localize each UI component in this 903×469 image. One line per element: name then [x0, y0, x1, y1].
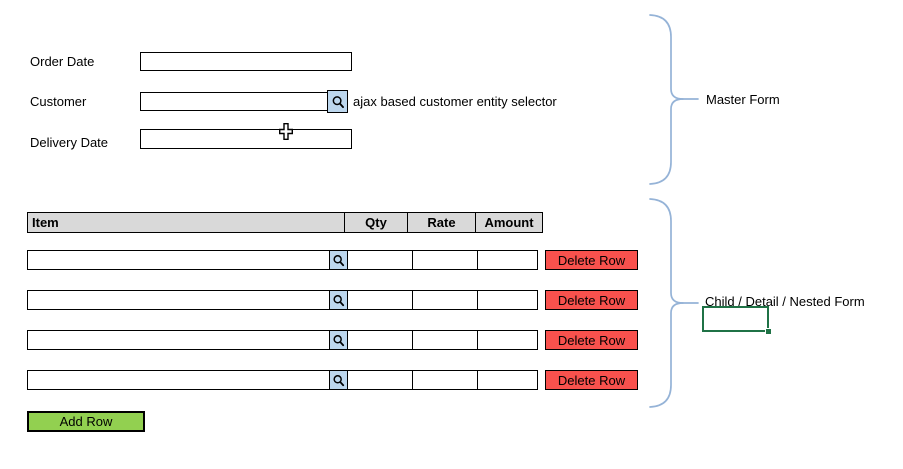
rate-input[interactable]	[412, 290, 478, 310]
master-form-brace	[649, 14, 699, 185]
item-lookup-button[interactable]	[329, 250, 348, 270]
magnifier-icon	[332, 334, 345, 347]
master-form-annotation: Master Form	[706, 92, 780, 107]
add-row-button[interactable]: Add Row	[27, 411, 145, 432]
selected-cell[interactable]	[702, 306, 772, 335]
customer-input[interactable]	[140, 92, 328, 111]
magnifier-icon	[332, 374, 345, 387]
qty-input[interactable]	[347, 370, 413, 390]
item-lookup-button[interactable]	[329, 330, 348, 350]
delivery-date-label: Delivery Date	[30, 135, 109, 150]
item-input[interactable]	[27, 290, 330, 310]
magnifier-icon	[332, 294, 345, 307]
delivery-date-input[interactable]	[140, 129, 352, 149]
amount-input[interactable]	[477, 370, 538, 390]
customer-helper-text: ajax based customer entity selector	[353, 94, 557, 109]
excel-plus-cursor	[278, 122, 294, 143]
column-header-amount: Amount	[475, 213, 542, 232]
rate-input[interactable]	[412, 250, 478, 270]
rate-input[interactable]	[412, 370, 478, 390]
customer-lookup-button[interactable]	[327, 90, 348, 113]
amount-input[interactable]	[477, 290, 538, 310]
fill-handle[interactable]	[765, 328, 772, 335]
column-header-qty: Qty	[344, 213, 407, 232]
amount-input[interactable]	[477, 250, 538, 270]
column-header-rate: Rate	[407, 213, 475, 232]
rate-input[interactable]	[412, 330, 478, 350]
item-row: Delete Row	[27, 290, 638, 310]
item-row: Delete Row	[27, 250, 638, 270]
qty-input[interactable]	[347, 290, 413, 310]
item-row: Delete Row	[27, 330, 638, 350]
delete-row-button[interactable]: Delete Row	[545, 290, 638, 310]
item-input[interactable]	[27, 370, 330, 390]
qty-input[interactable]	[347, 250, 413, 270]
magnifier-icon	[331, 95, 345, 109]
amount-input[interactable]	[477, 330, 538, 350]
column-header-item: Item	[32, 215, 59, 230]
item-lookup-button[interactable]	[329, 370, 348, 390]
delete-row-button[interactable]: Delete Row	[545, 250, 638, 270]
magnifier-icon	[332, 254, 345, 267]
item-lookup-button[interactable]	[329, 290, 348, 310]
item-row: Delete Row	[27, 370, 638, 390]
detail-form-brace	[649, 198, 699, 408]
qty-input[interactable]	[347, 330, 413, 350]
item-input[interactable]	[27, 330, 330, 350]
item-input[interactable]	[27, 250, 330, 270]
order-date-input[interactable]	[140, 52, 352, 71]
delete-row-button[interactable]: Delete Row	[545, 330, 638, 350]
items-table-header: Item Qty Rate Amount	[27, 212, 543, 233]
order-date-label: Order Date	[30, 54, 95, 69]
customer-label: Customer	[30, 94, 87, 109]
delete-row-button[interactable]: Delete Row	[545, 370, 638, 390]
detail-form-annotation: Child / Detail / Nested Form	[705, 294, 865, 309]
